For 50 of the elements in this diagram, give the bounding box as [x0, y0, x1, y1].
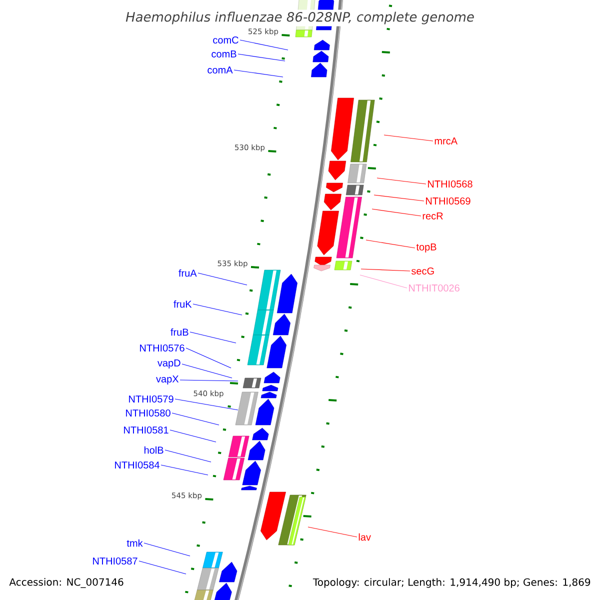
leader-line: [376, 178, 426, 184]
gene-label: NTHIT0026: [409, 284, 460, 292]
gene-label: NTHI0569: [426, 197, 470, 205]
leader-line: [366, 240, 416, 248]
leader-line: [160, 464, 208, 476]
gene-label: NTHI0568: [428, 180, 472, 188]
leader-line: [180, 380, 238, 382]
gene-label: holB: [144, 446, 164, 454]
gene-label: mrcA: [434, 138, 458, 144]
leader-line: [190, 332, 236, 344]
gene-label: comB: [212, 50, 236, 58]
gene-label: NTHI0580: [126, 409, 170, 417]
leader-line: [384, 134, 434, 142]
gene-label: comC: [213, 36, 238, 44]
accession-text: Accession: NC_007146: [9, 578, 124, 588]
gene-label: fruK: [174, 300, 192, 308]
gene-label: topB: [416, 244, 436, 252]
leader-line: [192, 304, 242, 316]
leader-line: [238, 54, 286, 62]
gene-label: tmk: [126, 539, 143, 547]
gene-label: vapD: [158, 360, 180, 368]
leader-line: [144, 542, 190, 556]
gene-label: fruA: [178, 269, 197, 277]
leader-line: [186, 348, 232, 368]
gene-label: comA: [208, 66, 233, 74]
gene-label: vapX: [156, 376, 179, 384]
leader-line: [174, 398, 238, 410]
gene-label: lav: [358, 533, 371, 541]
leader-line: [138, 560, 186, 574]
genome-info-text: Topology: circular; Length: 1,914,490 bp; Genes: 1,869: [312, 578, 590, 588]
leader-line: [182, 364, 232, 378]
gene-label: NTHI0587: [93, 557, 138, 565]
gene-label: secG: [411, 267, 434, 275]
leader-line: [372, 208, 422, 216]
leader-line: [360, 274, 408, 288]
gene-label: fruB: [170, 328, 188, 336]
gene-label: NTHI0584: [115, 461, 160, 469]
leader-line: [240, 40, 288, 50]
leader-line: [234, 70, 284, 78]
leader-line: [360, 268, 410, 272]
leader-line: [198, 272, 248, 286]
gene-label: NTHI0579: [129, 395, 174, 403]
gene-label: NTHI0576: [140, 344, 184, 352]
leader-line: [164, 450, 212, 462]
leader-line: [172, 412, 220, 426]
gene-label: NTHI0581: [124, 426, 168, 434]
leader-line: [374, 194, 424, 202]
leader-line: [308, 526, 358, 538]
leader-line: [170, 430, 216, 442]
gene-label: recR: [422, 212, 443, 220]
